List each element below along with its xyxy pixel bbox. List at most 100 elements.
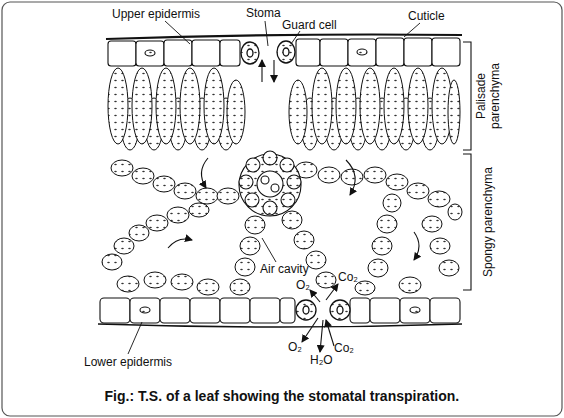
part-label: O₂ (288, 340, 302, 354)
gas-flow-arrow (326, 320, 334, 346)
upper-epidermis-cell (376, 38, 404, 66)
gas-flow-arrow (201, 158, 208, 188)
lower-epidermis-cell (140, 307, 150, 313)
vascular-bundle (261, 176, 269, 184)
vascular-bundle (245, 193, 259, 207)
part-label: Spongy parenchyma (481, 162, 495, 282)
upper-epidermis-cell (404, 38, 432, 66)
layer-bracket (463, 154, 471, 290)
palisade-cell (227, 80, 245, 144)
spongy-cell (102, 254, 122, 270)
upper-epidermis-cell (348, 39, 376, 66)
leader-line (291, 31, 300, 44)
upper-epidermis-cell (136, 41, 164, 66)
vascular-bundle (287, 175, 301, 189)
leader-line (262, 238, 276, 262)
guard-cell (277, 41, 295, 63)
spongy-cell (428, 191, 450, 207)
part-label: H₂O (310, 353, 333, 367)
leader-line (128, 21, 420, 354)
upper-epidermis-cell (432, 38, 460, 66)
upper-epidermis-cell (164, 40, 192, 66)
upper-epidermis-cell (145, 50, 155, 56)
spongy-cell (386, 174, 408, 190)
spongy-cell (240, 237, 260, 255)
spongy-cell (372, 237, 392, 255)
lower-epidermis-cell (280, 298, 295, 323)
spongy-cell (318, 167, 340, 183)
vascular-bundle (280, 158, 294, 172)
palisade-cell (384, 68, 404, 144)
lower-epidermis-cell (400, 298, 430, 323)
spongy-cell (171, 274, 193, 290)
upper-epidermis-cell (357, 49, 367, 55)
vascular-bundle (257, 171, 283, 197)
vascular-bundle (271, 184, 279, 192)
spongy-cell (167, 207, 189, 223)
spongy-cell (153, 176, 175, 192)
lower-epidermis-cell (98, 324, 462, 327)
spongy-cell (102, 160, 462, 295)
spongy-cell (364, 167, 386, 183)
figure-caption: Fig.: T.S. of a leaf showing the stomata… (105, 388, 460, 404)
part-label: Stoma (246, 6, 281, 20)
spongy-cell (306, 251, 326, 269)
spongy-cell (448, 204, 462, 220)
lower-epidermis-cell (430, 298, 460, 323)
spongy-cell (111, 160, 133, 176)
spongy-cell (235, 258, 255, 276)
palisade-cell (132, 68, 152, 144)
spongy-cell (129, 225, 149, 241)
spongy-cell (230, 279, 250, 295)
spongy-cell (196, 188, 218, 204)
part-label: Cuticle (408, 9, 445, 23)
part-label: Guard cell (282, 18, 337, 32)
lower-epidermis-cell (100, 298, 130, 323)
spongy-cell (407, 183, 429, 199)
palisade-cell (448, 80, 460, 144)
vascular-bundle (263, 201, 277, 215)
vascular-bundle (239, 175, 253, 189)
gas-flow-arrow (168, 239, 192, 248)
gas-flow-arrow (261, 60, 262, 82)
upper-epidermis-cell (220, 40, 240, 66)
guard-cell (330, 300, 350, 320)
upper-epidermis-cell (192, 40, 220, 66)
spongy-cell (132, 168, 154, 184)
guard-cell (241, 42, 259, 64)
spongy-cell (368, 259, 388, 277)
spongy-cell (399, 277, 421, 293)
layer-bracket (463, 42, 471, 290)
leader-line (165, 21, 190, 44)
guard-cell (303, 306, 309, 314)
upper-epidermis-cell (296, 39, 320, 66)
vascular-bundle (246, 158, 260, 172)
guard-cell (296, 300, 316, 320)
spongy-cell (294, 231, 314, 249)
upper-epidermis-cell (108, 41, 136, 66)
spongy-cell (355, 281, 375, 295)
spongy-cell (439, 260, 459, 276)
gas-flow-arrow (273, 60, 274, 82)
lower-epidermis-cell (370, 298, 400, 323)
spongy-cell (430, 238, 450, 254)
vascular-bundle (281, 193, 295, 207)
part-label: O₂ (296, 278, 310, 292)
guard-cell (247, 49, 253, 57)
upper-epidermis-cell (108, 38, 460, 66)
spongy-cell (422, 216, 442, 232)
palisade-cell (156, 68, 176, 144)
leader-line (265, 21, 268, 46)
part-label: Lower epidermis (84, 355, 172, 369)
lower-epidermis-cell (130, 298, 160, 323)
spongy-cell (146, 215, 168, 231)
lower-epidermis-cell (98, 298, 462, 327)
palisade-cell (336, 68, 356, 144)
guard-cell (337, 306, 343, 314)
spongy-cell (217, 188, 239, 204)
guard-cell (296, 300, 350, 320)
spongy-cell (282, 211, 302, 229)
gas-flow-arrow (320, 320, 323, 352)
